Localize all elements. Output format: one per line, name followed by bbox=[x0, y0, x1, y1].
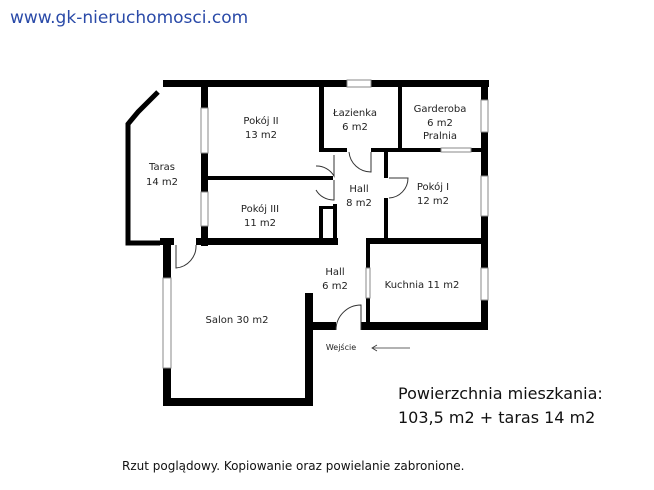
pokoj3-area: 11 m2 bbox=[244, 218, 276, 229]
hall1-name: Hall bbox=[349, 184, 368, 195]
entrance-door-icon bbox=[335, 304, 362, 331]
pokoj2-area: 13 m2 bbox=[245, 130, 277, 141]
door-lazienka-icon bbox=[348, 151, 372, 173]
taras-name: Taras bbox=[148, 162, 175, 173]
footer-note: Rzut poglądowy. Kopiowanie oraz powielan… bbox=[122, 459, 465, 473]
entrance-label: Wejście bbox=[326, 342, 356, 352]
windows bbox=[162, 79, 489, 369]
door-swings bbox=[175, 151, 409, 331]
door-openings bbox=[174, 147, 390, 331]
taras-area: 14 m2 bbox=[146, 177, 178, 188]
hall1-area: 8 m2 bbox=[346, 198, 372, 209]
pokoj1-name: Pokój I bbox=[417, 181, 449, 193]
website-link[interactable]: www.gk-nieruchomosci.com bbox=[10, 8, 249, 28]
salon-label: Salon 30 m2 bbox=[206, 315, 269, 326]
pokoj2-name: Pokój II bbox=[243, 115, 278, 127]
taras-outline bbox=[125, 90, 160, 246]
pokoj3-name: Pokój III bbox=[241, 203, 279, 215]
door-pokoj3-icon bbox=[315, 180, 335, 201]
lazienka-area: 6 m2 bbox=[342, 122, 368, 133]
garderoba-area: 6 m2 bbox=[427, 118, 453, 129]
hall2-area: 6 m2 bbox=[322, 281, 348, 292]
garderoba-extra: Pralnia bbox=[423, 131, 457, 142]
door-pokoj1-icon bbox=[388, 177, 409, 199]
garderoba-name: Garderoba bbox=[414, 104, 467, 115]
lazienka-name: Łazienka bbox=[332, 108, 377, 119]
pokoj1-area: 12 m2 bbox=[417, 196, 449, 207]
total-area-line1: Powierzchnia mieszkania: bbox=[398, 384, 603, 403]
total-area-line2: 103,5 m2 + taras 14 m2 bbox=[398, 408, 596, 427]
salon-door-icon bbox=[175, 244, 197, 269]
door-pokoj2-icon bbox=[315, 155, 335, 178]
hall2-name: Hall bbox=[325, 267, 344, 278]
kuchnia-label: Kuchnia 11 m2 bbox=[385, 280, 460, 291]
entrance-arrow-icon bbox=[371, 344, 410, 352]
